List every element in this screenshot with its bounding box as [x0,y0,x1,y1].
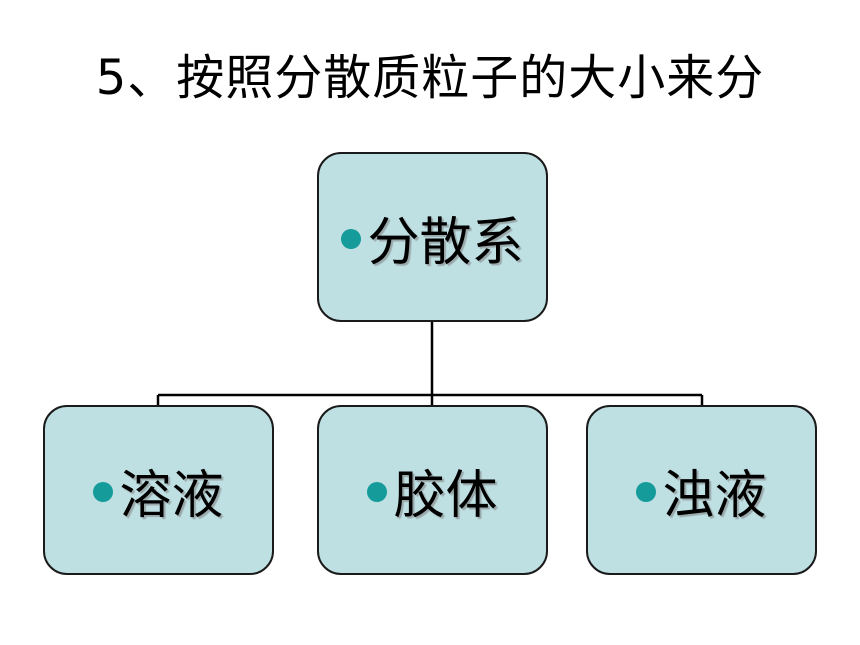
node-label: 溶液 [119,465,224,526]
bullet-icon [636,482,657,502]
bullet-icon [341,229,362,249]
node-solution: 溶液 [43,405,274,575]
bullet-icon [93,482,114,502]
node-suspension: 浊液 [586,405,817,575]
node-label: 胶体 [393,465,498,526]
node-dispersion-system: 分散系 [317,152,548,322]
bullet-icon [367,482,388,502]
node-colloid: 胶体 [317,405,548,575]
node-label: 浊液 [662,465,767,526]
node-label: 分散系 [367,212,524,273]
slide-title: 5、按照分散质粒子的大小来分 [95,50,765,106]
